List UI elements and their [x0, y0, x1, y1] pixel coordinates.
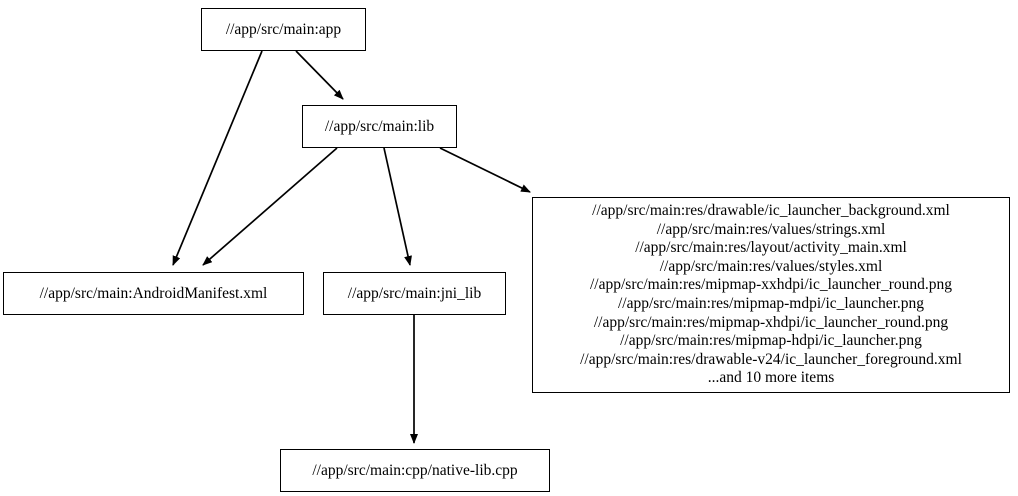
- edge-lib-to-androidmanifest: [202, 147, 338, 266]
- graph-node-lib-label: //app/src/main:lib: [324, 117, 435, 135]
- edge-app-to-androidmanifest: [172, 50, 263, 266]
- graph-node-jni-lib[interactable]: //app/src/main:jni_lib: [323, 272, 506, 315]
- graph-node-res-bundle-label: //app/src/main:res/drawable/ic_launcher_…: [580, 202, 962, 387]
- graph-node-jni-lib-label: //app/src/main:jni_lib: [347, 284, 482, 302]
- graph-node-app-label: //app/src/main:app: [225, 20, 342, 38]
- graph-node-app[interactable]: //app/src/main:app: [201, 8, 366, 51]
- graph-node-lib[interactable]: //app/src/main:lib: [302, 105, 457, 148]
- graph-node-androidmanifest[interactable]: //app/src/main:AndroidManifest.xml: [3, 272, 304, 315]
- graph-node-native-lib-cpp-label: //app/src/main:cpp/native-lib.cpp: [312, 461, 518, 479]
- edge-app-to-lib: [295, 50, 344, 100]
- graph-node-res-bundle[interactable]: //app/src/main:res/drawable/ic_launcher_…: [532, 197, 1010, 393]
- graph-node-androidmanifest-label: //app/src/main:AndroidManifest.xml: [39, 284, 268, 302]
- edge-lib-to-jni-lib: [383, 147, 412, 266]
- edge-lib-to-res: [439, 147, 531, 193]
- graph-node-native-lib-cpp[interactable]: //app/src/main:cpp/native-lib.cpp: [280, 449, 550, 492]
